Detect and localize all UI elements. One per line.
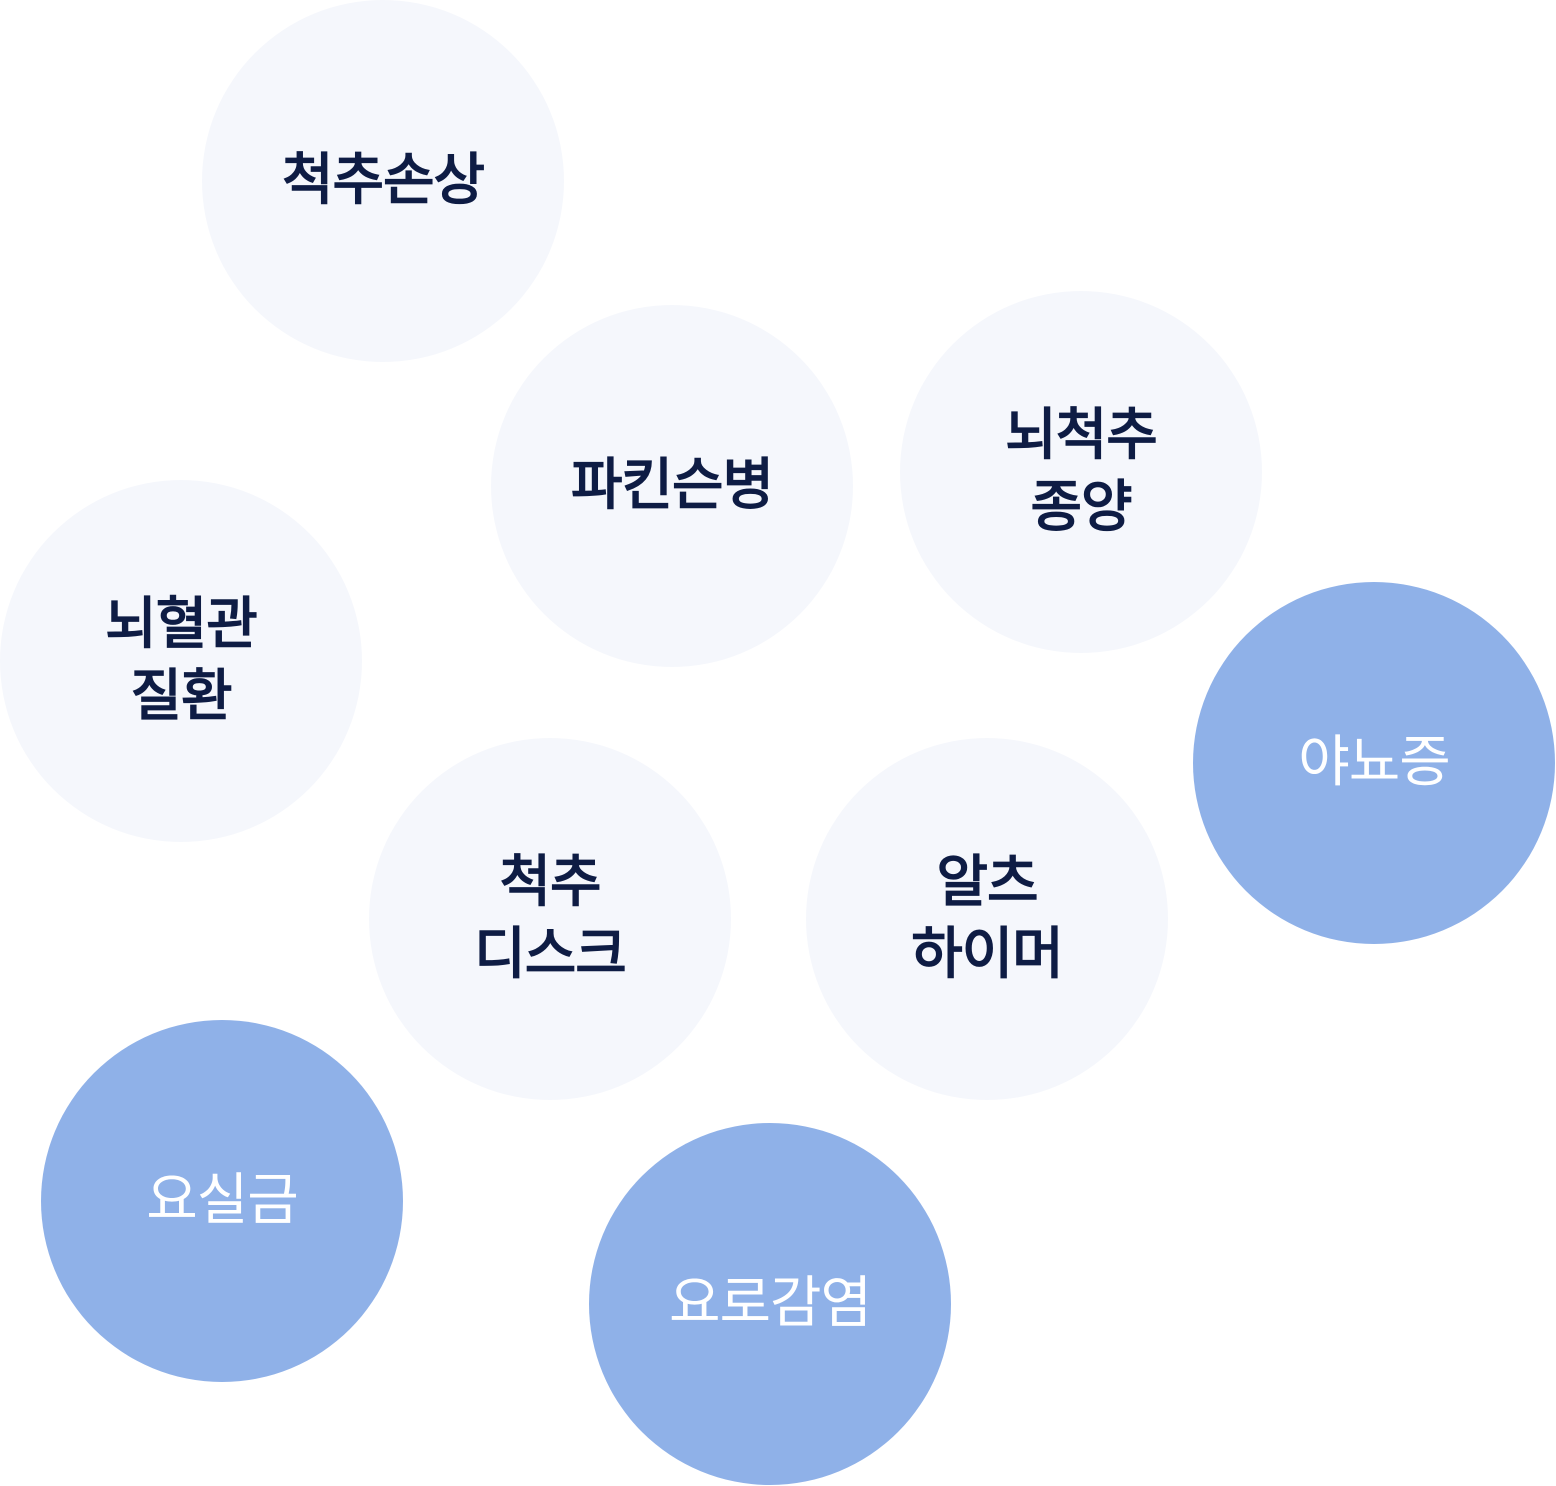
bubble-label: 야뇨증	[1298, 727, 1451, 799]
bubble-label: 척추손상	[281, 145, 485, 217]
bubble-label-line: 하이머	[911, 922, 1064, 987]
bubble-label-line: 알츠	[936, 850, 1038, 915]
bubble-label-line: 뇌척추	[1005, 403, 1158, 468]
bubble-spinal-injury: 척추손상	[202, 0, 564, 362]
bubble-parkinsons: 파킨슨병	[491, 305, 853, 667]
bubble-label-line: 종양	[1030, 475, 1132, 540]
bubble-label: 알츠 하이머	[911, 847, 1064, 991]
bubble-label: 요실금	[146, 1165, 299, 1237]
bubble-label-line: 디스크	[474, 922, 627, 987]
bubble-label-line: 척추손상	[281, 148, 485, 213]
bubble-label: 파킨슨병	[570, 450, 774, 522]
bubble-enuresis: 야뇨증	[1193, 582, 1555, 944]
bubble-brain-spine-tumor: 뇌척추 종양	[900, 291, 1262, 653]
bubble-label: 요로감염	[668, 1268, 872, 1340]
bubble-urinary-incontinence: 요실금	[41, 1020, 403, 1382]
bubble-label: 뇌혈관 질환	[105, 589, 258, 733]
bubble-cerebrovascular-disease: 뇌혈관 질환	[0, 480, 362, 842]
bubble-urinary-tract-infection: 요로감염	[589, 1123, 951, 1485]
bubble-label-line: 질환	[130, 664, 232, 729]
bubble-label: 뇌척추 종양	[1005, 400, 1158, 544]
bubble-label-line: 요실금	[146, 1168, 299, 1233]
bubble-label-line: 야뇨증	[1298, 730, 1451, 795]
bubble-label-line: 파킨슨병	[570, 453, 774, 518]
bubble-alzheimers: 알츠 하이머	[806, 738, 1168, 1100]
bubble-label-line: 요로감염	[668, 1271, 872, 1336]
bubble-label-line: 뇌혈관	[105, 592, 258, 657]
bubble-label: 척추 디스크	[474, 847, 627, 991]
bubble-spinal-disc: 척추 디스크	[369, 738, 731, 1100]
bubble-label-line: 척추	[499, 850, 601, 915]
